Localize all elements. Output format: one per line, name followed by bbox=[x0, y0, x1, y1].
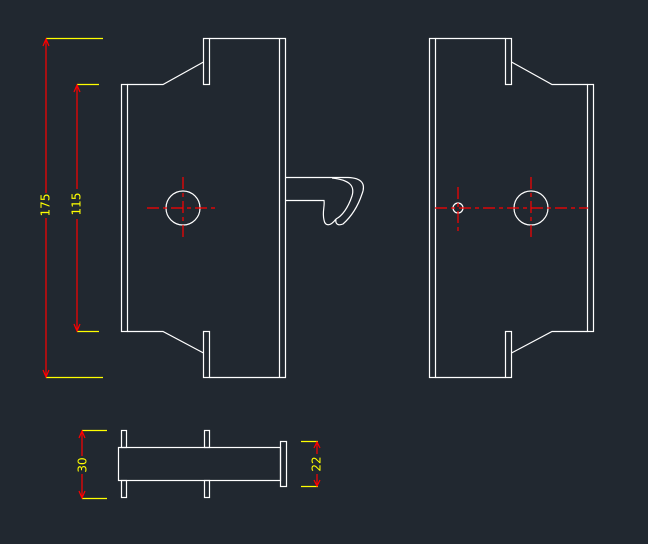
top-flange-1a bbox=[120, 429, 128, 449]
dimension-text-22: 22 bbox=[310, 456, 324, 471]
hook bbox=[285, 176, 365, 226]
side-view bbox=[428, 37, 595, 379]
top-flange-2a bbox=[203, 429, 211, 449]
side-body-edges bbox=[435, 37, 506, 379]
dimension-text-30: 30 bbox=[76, 457, 90, 472]
dimension-22: 22 bbox=[301, 440, 324, 488]
side-right-plate bbox=[586, 83, 595, 333]
side-bottom-flange bbox=[504, 330, 513, 379]
side-bottom-taper bbox=[511, 330, 588, 354]
top-end-plate bbox=[279, 440, 288, 488]
dimension-175: 175 bbox=[39, 37, 103, 379]
side-left-plate bbox=[428, 37, 437, 379]
dimension-text-175: 175 bbox=[39, 194, 53, 217]
front-bottom-flange bbox=[202, 330, 211, 379]
dimension-text-115: 115 bbox=[70, 193, 84, 216]
dimension-115: 115 bbox=[70, 83, 99, 333]
dimension-30: 30 bbox=[76, 429, 107, 500]
front-body bbox=[209, 37, 287, 379]
side-top-taper bbox=[511, 61, 588, 86]
top-flange-2b bbox=[203, 479, 211, 499]
top-body bbox=[117, 446, 282, 482]
side-top-flange bbox=[504, 37, 513, 86]
front-left-plate bbox=[120, 83, 129, 333]
top-view bbox=[117, 429, 288, 499]
top-flange-1b bbox=[120, 479, 128, 499]
hook-inner-edge bbox=[331, 177, 354, 220]
front-bottom-taper bbox=[127, 330, 204, 354]
front-view bbox=[120, 37, 365, 379]
front-top-flange bbox=[202, 37, 211, 86]
front-top-taper bbox=[127, 61, 204, 86]
